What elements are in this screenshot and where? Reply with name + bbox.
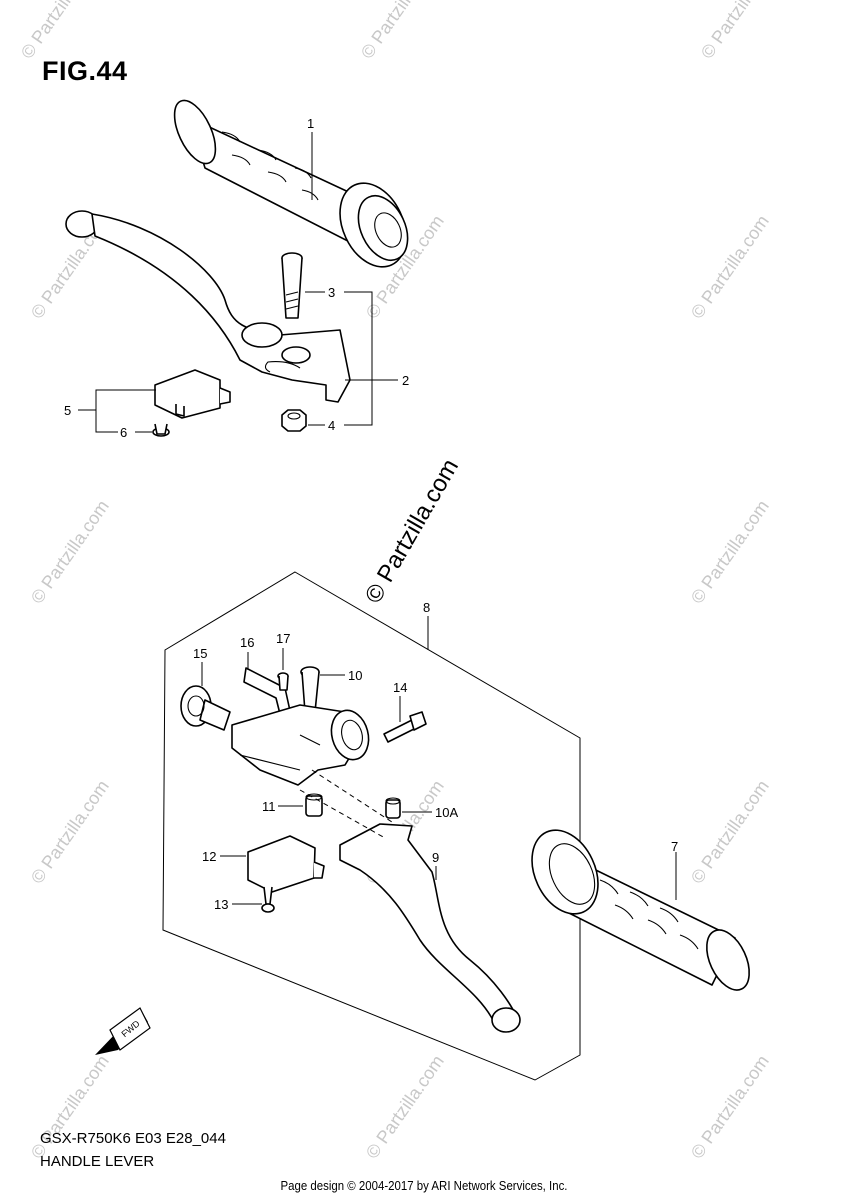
callout-7: 7 (671, 839, 678, 854)
callout-1: 1 (307, 116, 314, 131)
center-watermark: © Partzilla.com (360, 454, 464, 608)
callout-9: 9 (432, 850, 439, 865)
part-10a-collar (385, 797, 401, 819)
callout-17: 17 (276, 631, 290, 646)
figure-title: FIG.44 (42, 56, 128, 86)
part-3-bolt (281, 252, 303, 319)
callout-8: 8 (423, 600, 430, 615)
watermark: © Partzilla.com (687, 1051, 773, 1162)
part-11-collar (305, 793, 323, 817)
callout-4: 4 (328, 418, 335, 433)
callout-labels: 1 2 3 4 5 6 7 8 9 10 10A 11 12 13 14 15 … (64, 116, 678, 912)
callout-12: 12 (202, 849, 216, 864)
watermark: © Partzilla.com (687, 496, 773, 607)
callout-5: 5 (64, 403, 71, 418)
watermark-layer: © Partzilla.com © Partzilla.com © Partzi… (17, 0, 783, 1162)
callout-11: 11 (262, 799, 276, 814)
part-4-nut (281, 409, 307, 432)
watermark: © Partzilla.com (687, 776, 773, 887)
part-9-lever (339, 823, 521, 1033)
callout-13: 13 (214, 897, 228, 912)
fwd-arrow-icon: FWD (95, 1007, 151, 1055)
part-12-switch (247, 835, 325, 893)
part-10-pivot-bolt (300, 666, 320, 713)
callout-15: 15 (193, 646, 207, 661)
part-1-grip (173, 99, 409, 268)
callout-10: 10 (348, 668, 362, 683)
watermark: © Partzilla.com (687, 211, 773, 322)
part-5-switch (154, 369, 231, 419)
leader-lines (78, 132, 677, 905)
lever-holder (231, 704, 370, 786)
callout-2: 2 (402, 373, 409, 388)
callout-14: 14 (393, 680, 407, 695)
diagram-code: GSX-R750K6 E03 E28_044 (40, 1130, 226, 1147)
callout-10a: 10A (435, 805, 458, 820)
part-2-lever (65, 210, 351, 403)
watermark: © Partzilla.com (27, 496, 113, 607)
callout-6: 6 (120, 425, 127, 440)
watermark: © Partzilla.com (17, 0, 103, 62)
callout-3: 3 (328, 285, 335, 300)
watermark: © Partzilla.com (362, 1051, 448, 1162)
callout-16: 16 (240, 635, 254, 650)
part-7-grip (531, 829, 750, 991)
part-8-assembly-outline (162, 571, 581, 1081)
part-14-bolt (383, 711, 427, 743)
watermark: © Partzilla.com (27, 776, 113, 887)
part-13-screw (261, 886, 275, 913)
page-footer: Page design © 2004-2017 by ARI Network S… (280, 1178, 568, 1193)
part-6-screw (152, 423, 170, 437)
part-15-adjuster (180, 685, 231, 731)
watermark: © Partzilla.com (697, 0, 783, 62)
watermark: © Partzilla.com (357, 0, 443, 62)
diagram-name: HANDLE LEVER (40, 1153, 155, 1170)
part-17-screw (277, 672, 289, 691)
